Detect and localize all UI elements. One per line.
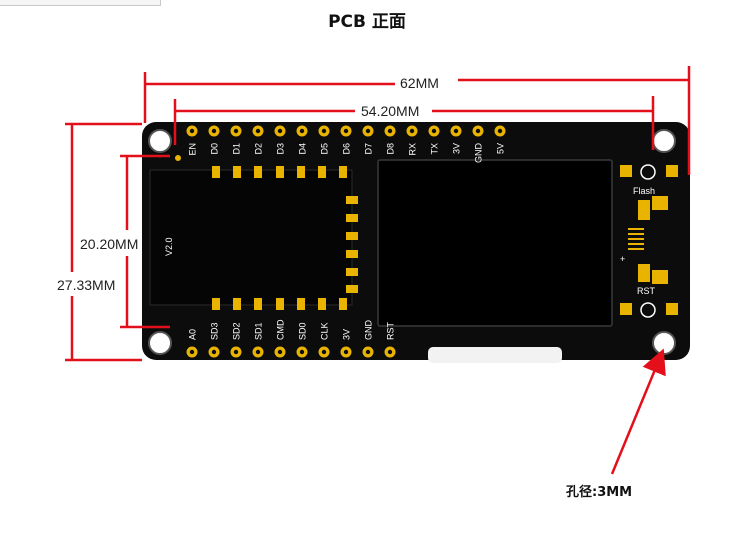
top-pin-label-d8: D8: [386, 143, 396, 155]
esp-module: [149, 169, 353, 306]
bottom-pin-label-cmd: CMD: [276, 319, 286, 340]
bottom-pin-label-sd3: SD3: [210, 322, 220, 340]
bottom-pin-hole: [299, 349, 305, 355]
bottom-header-pins: A0 SD3 SD2 SD1 CMD SD0 CLK 3V GND RST: [186, 319, 396, 358]
bottom-pin-label-sd0: SD0: [298, 322, 308, 340]
oled-display: [377, 159, 613, 327]
connector-pins: [628, 228, 644, 250]
top-pin-hole: [409, 128, 415, 134]
total-width-label: 62MM: [398, 75, 441, 91]
hole-spacing-height-label: 20.20MM: [78, 236, 141, 252]
mounting-hole-bottom-left: [148, 331, 172, 355]
bottom-pin-hole: [233, 349, 239, 355]
top-pin-label-rx: RX: [408, 143, 418, 156]
bottom-pin-label-clk: CLK: [320, 322, 330, 340]
top-pin-hole: [233, 128, 239, 134]
top-pin-hole: [497, 128, 503, 134]
window-frame-corner: [0, 0, 161, 6]
hole-spacing-width-label: 54.20MM: [359, 103, 422, 119]
flash-button: [620, 164, 678, 180]
top-pin-hole: [299, 128, 305, 134]
top-pin-label-d0: D0: [210, 143, 220, 155]
rst-button: [620, 302, 678, 318]
bottom-pin-label-sd2: SD2: [232, 322, 242, 340]
top-pin-hole: [189, 128, 195, 134]
esp-module-bottom-pads: [212, 298, 347, 310]
bottom-pin-hole: [211, 349, 217, 355]
plus-label: +: [620, 254, 625, 264]
top-pin-label-en: EN: [188, 143, 198, 156]
top-pin-hole: [211, 128, 217, 134]
usb-connector: [428, 347, 562, 363]
esp-module-side-pads: [346, 196, 358, 293]
top-pin-hole: [387, 128, 393, 134]
top-pin-label-d7: D7: [364, 143, 374, 155]
top-pin-label-d5: D5: [320, 143, 330, 155]
version-label: V2.0: [164, 237, 174, 256]
page-title: PCB 正面: [328, 12, 406, 32]
total-height-label: 27.33MM: [55, 277, 118, 293]
rst-label: RST: [637, 286, 656, 296]
bottom-pin-hole: [189, 349, 195, 355]
dimension-lines: [65, 66, 691, 475]
hole-diameter-label: 孔径:3MM: [566, 485, 633, 500]
bottom-pin-hole: [365, 349, 371, 355]
indicator-dot: [175, 155, 181, 161]
bottom-pin-label-a0: A0: [188, 329, 198, 340]
mounting-hole-top-left: [148, 129, 172, 153]
bottom-pin-label-3v: 3V: [342, 329, 352, 340]
top-pin-label-d6: D6: [342, 143, 352, 155]
top-pin-label-d3: D3: [276, 143, 286, 155]
top-pin-hole: [431, 128, 437, 134]
top-pin-hole: [255, 128, 261, 134]
top-pin-label-gnd: GND: [474, 143, 484, 164]
bottom-pin-hole: [343, 349, 349, 355]
top-pin-label-3v: 3V: [452, 143, 462, 154]
bottom-pin-hole: [387, 349, 393, 355]
top-pin-hole: [475, 128, 481, 134]
top-pin-label-d1: D1: [232, 143, 242, 155]
bottom-pin-label-rst: RST: [386, 321, 396, 340]
top-pin-label-d2: D2: [254, 143, 264, 155]
right-pads: [638, 196, 668, 284]
top-pin-label-tx: TX: [430, 143, 440, 155]
top-pin-hole: [453, 128, 459, 134]
bottom-pin-hole: [321, 349, 327, 355]
flash-label: Flash: [633, 186, 655, 196]
bottom-pin-hole: [277, 349, 283, 355]
mounting-hole-top-right: [652, 129, 676, 153]
bottom-pin-label-gnd: GND: [364, 320, 374, 341]
top-pin-hole: [321, 128, 327, 134]
bottom-pin-hole: [255, 349, 261, 355]
top-pin-hole: [365, 128, 371, 134]
mounting-hole-bottom-right: [652, 331, 676, 355]
esp-module-top-pads: [212, 166, 347, 178]
top-header-pins: EN D0 D1 D2 D3 D4 D5 D6 D7 D8 RX TX 3V GND 5V: [186, 125, 506, 164]
top-pin-label-5v: 5V: [496, 143, 506, 154]
bottom-pin-label-sd1: SD1: [254, 322, 264, 340]
top-pin-label-d4: D4: [298, 143, 308, 155]
top-pin-hole: [343, 128, 349, 134]
top-pin-hole: [277, 128, 283, 134]
